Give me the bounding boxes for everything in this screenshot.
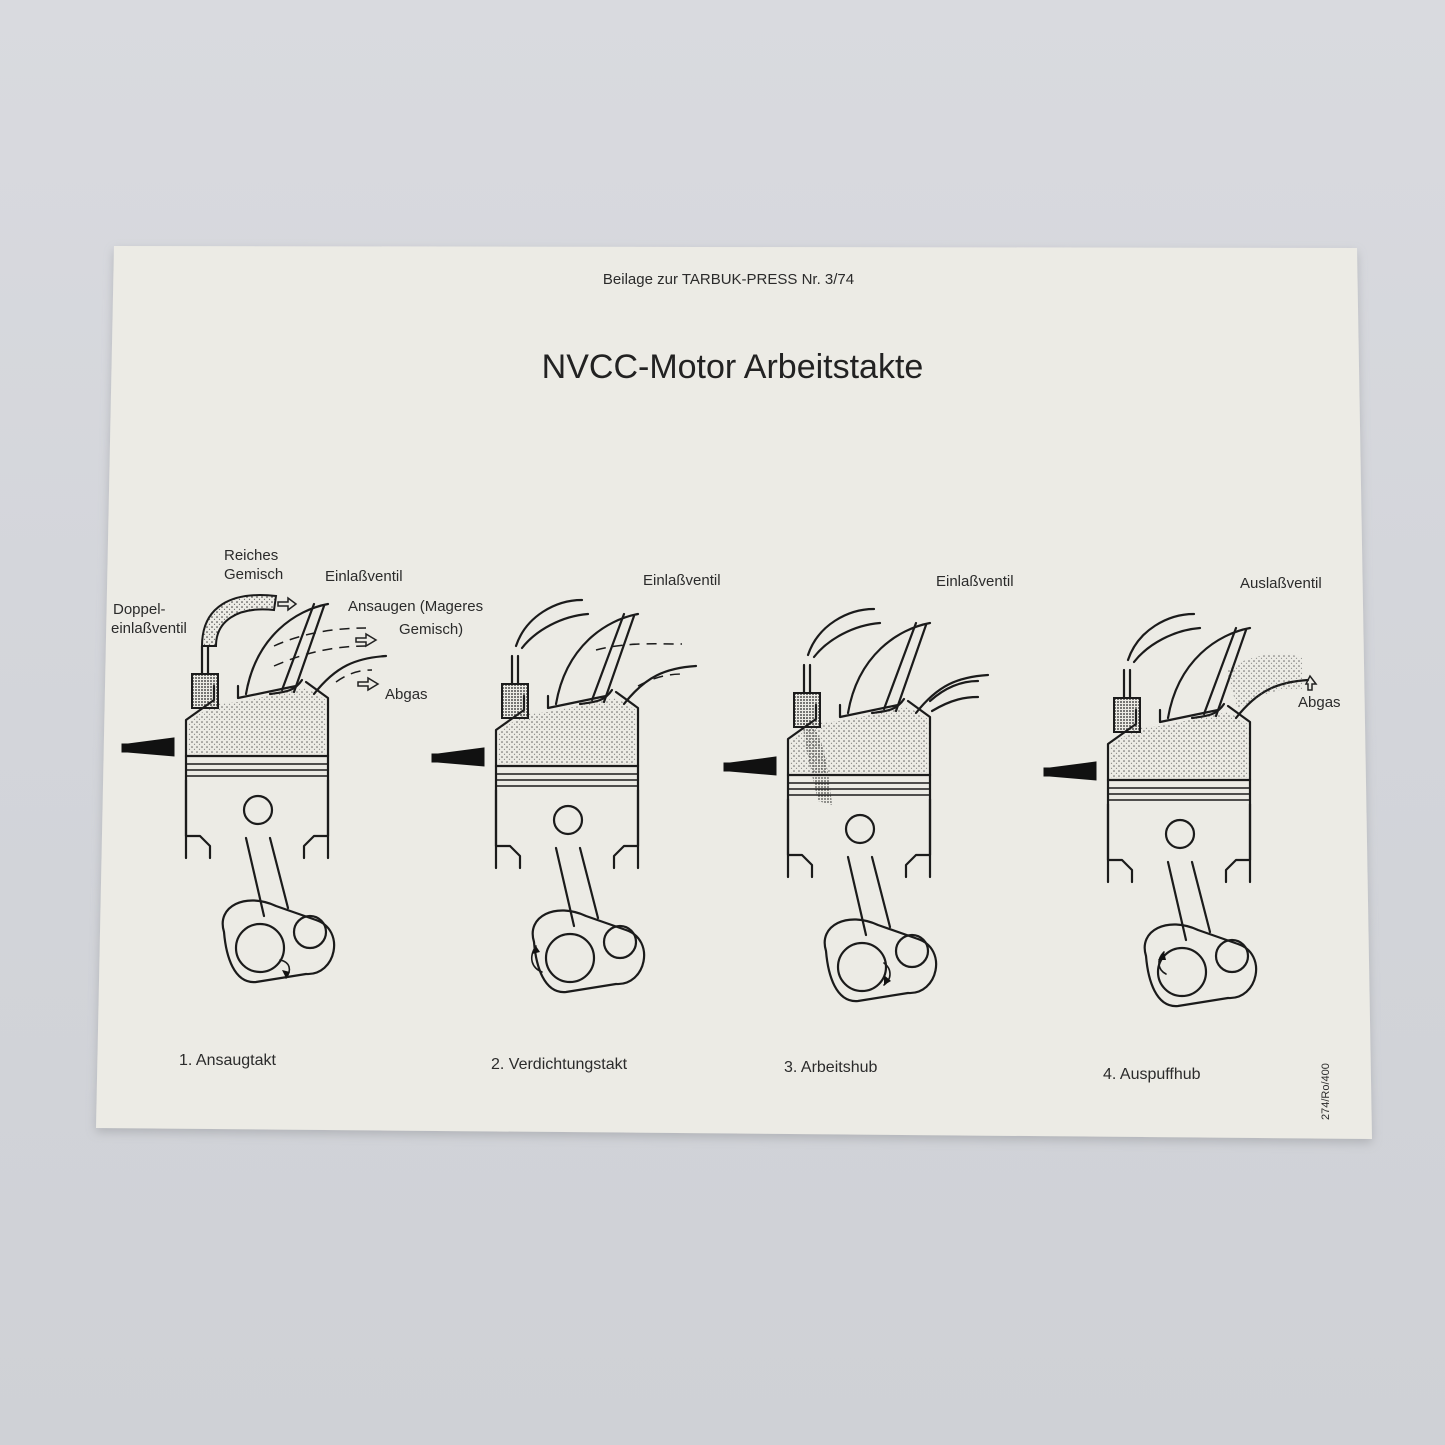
page-title: NVCC-Motor Arbeitstakte [541, 348, 924, 386]
label-double-valve-line2: einlaßventil [111, 620, 187, 637]
label-intake-valve-2: Einlaßventil [643, 572, 721, 589]
arrow-exhaust-1 [357, 676, 380, 692]
arrow-rich-mixture [277, 596, 298, 612]
label-intake-line1: Ansaugen (Mageres [348, 598, 484, 615]
arrow-intake [355, 632, 378, 648]
engine-diagram-4 [1042, 612, 1310, 1008]
arrow-exhaust-4 [1304, 674, 1318, 691]
label-exhaust-4: Abgas [1298, 694, 1341, 711]
rotation-arrow-1 [279, 959, 291, 979]
engine-diagram-3 [722, 607, 990, 1003]
engine-diagram-1 [120, 594, 388, 984]
caption-stroke-3: 3. Arbeitshub [784, 1059, 878, 1076]
caption-stroke-2: 2. Verdichtungstakt [491, 1056, 628, 1073]
label-rich-mixture-line2: Gemisch [224, 566, 284, 583]
label-intake-valve-3: Einlaßventil [936, 573, 1014, 590]
label-intake-valve-1: Einlaßventil [325, 568, 403, 585]
label-double-valve-line1: Doppel- [113, 601, 166, 618]
paper-sheet [96, 246, 1372, 1139]
label-exhaust-1: Abgas [385, 686, 428, 703]
label-exhaust-valve-4: Auslaßventil [1240, 575, 1322, 592]
engine-diagram-2 [430, 598, 698, 994]
caption-stroke-4: 4. Auspuffhub [1103, 1066, 1201, 1083]
label-intake-line2: Gemisch) [399, 621, 464, 638]
caption-stroke-1: 1. Ansaugtakt [179, 1052, 276, 1069]
label-rich-mixture-line1: Reiches [224, 547, 279, 564]
print-code: 274/Ro/400 [1320, 1063, 1332, 1120]
publication-header: Beilage zur TARBUK-PRESS Nr. 3/74 [602, 271, 855, 288]
